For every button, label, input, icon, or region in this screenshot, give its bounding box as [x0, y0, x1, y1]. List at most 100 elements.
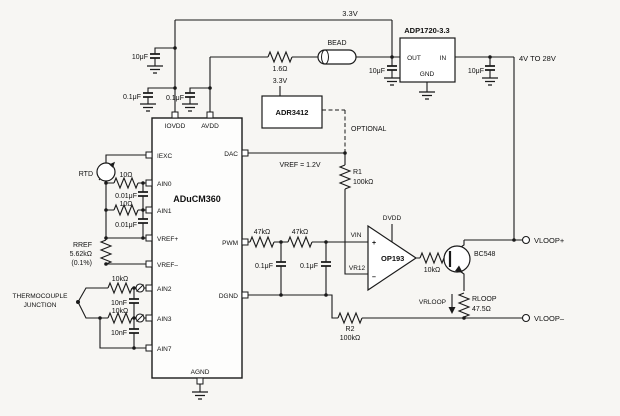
- bead-symbol: BEAD: [317, 40, 357, 65]
- vloop-minus-label: VLOOP–: [534, 314, 565, 323]
- cap-reg-out-label: 10μF: [369, 68, 385, 75]
- pin-label-ain7: AIN7: [157, 346, 172, 353]
- vloop-plus-label: VLOOP+: [534, 236, 565, 245]
- regulator-pin-in: IN: [440, 55, 447, 62]
- mcu-block: ADuCM360 IOVDD AVDD IEXC AIN0 AIN1 VREF+…: [145, 111, 249, 385]
- thermocouple-label-line1: THERMOCOUPLE: [13, 293, 69, 300]
- rtd-body: [96, 162, 116, 182]
- vloop-plus-terminal: [521, 235, 531, 245]
- r-ain3-label: 10kΩ: [112, 308, 129, 315]
- pin-label-ain2: AIN2: [157, 286, 172, 293]
- rref-tol-label: (0.1%): [71, 260, 92, 267]
- pin-label-ain3: AIN3: [157, 316, 172, 323]
- regulator-pin-gnd: GND: [420, 71, 435, 78]
- c-pwm1-label: 0.1μF: [255, 263, 273, 270]
- resistor-r2: [337, 311, 363, 325]
- pin-label-dac: DAC: [224, 151, 238, 158]
- ground-icons: [140, 65, 498, 400]
- reference-supply-label: 3.3V: [273, 78, 288, 85]
- opamp-name: OP193: [381, 254, 404, 263]
- opamp-plus-input: +: [372, 240, 376, 247]
- resistor-ain3-10k: [107, 311, 133, 325]
- rloop-name-label: RLOOP: [472, 296, 497, 303]
- c-ain3-label: 10nF: [111, 330, 127, 337]
- bulk-cap-label: 10μF: [132, 54, 148, 61]
- optional-link: [322, 109, 346, 153]
- terminal-ain2-slash: [136, 284, 144, 292]
- pin-label-ain1: AIN1: [157, 208, 172, 215]
- resistor-rref: [99, 239, 113, 265]
- loop-terminals: VLOOP+ VLOOP–: [521, 235, 565, 323]
- resistor-base-10k: [419, 251, 445, 265]
- mcu-pin-squares: [145, 111, 249, 385]
- rref-value-label: 5.62kΩ: [70, 251, 92, 258]
- vrloop-arrowhead: [448, 307, 456, 314]
- resistor-pwm-47k-1: [249, 235, 275, 249]
- resistor-pwm-47k-2: [287, 235, 313, 249]
- r-pwm1-label: 47kΩ: [254, 229, 271, 236]
- vref-note-label: VREF = 1.2V: [279, 162, 320, 169]
- thermocouple-label-line2: JUNCTION: [24, 302, 57, 309]
- vloop-minus-terminal: [521, 313, 531, 323]
- pin-label-pwm: PWM: [222, 240, 238, 247]
- rref-name-label: RREF: [73, 242, 92, 249]
- mcu-body: [151, 117, 243, 379]
- rail-3v3-label: 3.3V: [342, 9, 357, 18]
- optional-label: OPTIONAL: [351, 126, 387, 133]
- resistor-1r6: [267, 50, 293, 64]
- resistor-r1: [338, 164, 352, 190]
- regulator-block: ADP1720-3.3 OUT IN GND: [399, 26, 456, 83]
- bead-end-cap: [321, 49, 329, 65]
- pin-label-agnd: AGND: [191, 369, 210, 376]
- ground-icon: [140, 103, 156, 112]
- r1-value-label: 100kΩ: [353, 179, 373, 186]
- cap-avdd-label: 0.1μF: [166, 95, 184, 102]
- r-ain2-label: 10kΩ: [112, 276, 129, 283]
- resistor-ain2-10k: [107, 281, 133, 295]
- mcu-name: ADuCM360: [173, 194, 221, 204]
- opamp-triangle: [367, 224, 418, 292]
- thermocouple-terminals: THERMOCOUPLE JUNCTION: [13, 283, 145, 323]
- r-pwm2-label: 47kΩ: [292, 229, 309, 236]
- junction-dots: [76, 46, 516, 350]
- resistor-symbols: [99, 50, 471, 325]
- dvdd-label: DVDD: [383, 215, 402, 222]
- opamp-minus-input: –: [372, 274, 376, 281]
- ground-icon: [147, 65, 163, 74]
- input-range-label: 4V TO 28V: [519, 54, 556, 63]
- r-base-label: 10kΩ: [424, 267, 441, 274]
- transistor-label: BC548: [474, 251, 496, 258]
- pin-label-vref-minus: VREF–: [157, 262, 178, 269]
- opamp-symbol: OP193 + – DVDD: [367, 215, 418, 292]
- bead-body: [317, 49, 357, 65]
- vrloop-label: VRLOOP: [419, 299, 446, 306]
- r2-value-label: 100kΩ: [340, 335, 360, 342]
- transistor-symbol: BC548: [443, 245, 496, 273]
- pin-label-iexc: IEXC: [157, 153, 172, 160]
- cap-reg-in-label: 10μF: [468, 68, 484, 75]
- ground-icon: [482, 77, 498, 86]
- rtd-symbol: RTD: [79, 161, 116, 182]
- capacitor-symbols: [129, 53, 495, 334]
- regulator-pin-out: OUT: [407, 55, 421, 62]
- reference-name: ADR3412: [276, 108, 309, 117]
- regulator-body: [399, 37, 456, 83]
- cap-iovdd-label: 0.1μF: [123, 94, 141, 101]
- pin-label-avdd: AVDD: [201, 123, 219, 130]
- pin-label-vref-plus: VREF+: [157, 236, 178, 243]
- regulator-name: ADP1720-3.3: [404, 26, 449, 35]
- c-ain1-label: 0.01μF: [115, 222, 137, 229]
- filter-res-label: 1.6Ω: [273, 66, 288, 73]
- vin-label: VIN: [351, 232, 362, 239]
- c-ain2-label: 10nF: [111, 300, 127, 307]
- resistor-ain0-10r: [113, 176, 139, 190]
- rtd-label: RTD: [79, 171, 93, 178]
- resistor-ain1-10r: [113, 203, 139, 217]
- value-labels: 3.3V 10μF 1.6Ω 10μF 10μF 4V TO 28V 0.1μF…: [70, 9, 556, 342]
- terminal-ain3-slash: [136, 314, 144, 322]
- pin-label-ain0: AIN0: [157, 181, 172, 188]
- ground-icon: [384, 77, 400, 86]
- r1-name-label: R1: [353, 169, 362, 176]
- ground-icon: [192, 391, 208, 400]
